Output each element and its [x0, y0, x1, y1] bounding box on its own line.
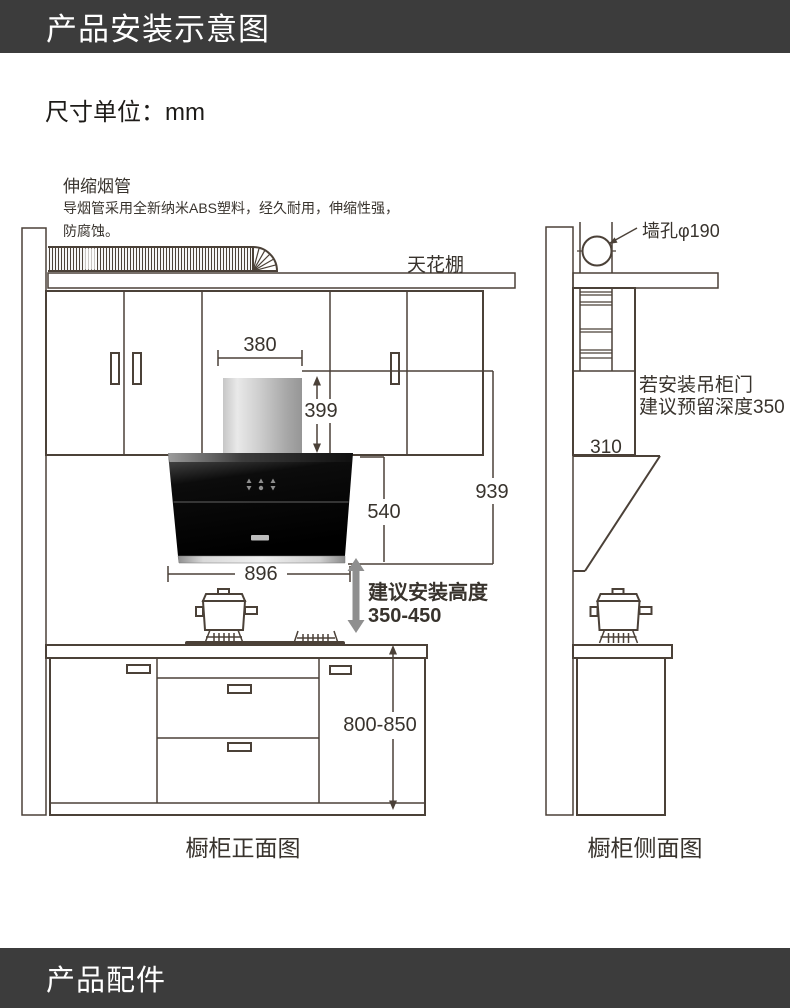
dim-310-value: 310 [590, 437, 622, 458]
countertop-side [572, 644, 673, 659]
pot-front [195, 588, 258, 644]
duct-note-title: 伸缩烟管 [63, 177, 131, 196]
wall-hole: 墙孔φ190 [577, 221, 720, 273]
footer-bar: 产品配件 [0, 948, 790, 1008]
duct-note-line1: 导烟管采用全新纳米ABS塑料，经久耐用，伸缩性强， [63, 200, 399, 216]
drawer-handles [126, 664, 352, 752]
cabinet-note-line2: 建议预留深度350 [639, 396, 785, 418]
dim-800-850: 800-850 [343, 645, 417, 810]
dim-800-850-value: 800-850 [343, 714, 416, 736]
install-height-arrow [347, 558, 365, 633]
hood-bottom-strip [177, 555, 346, 564]
dim-540: 540 [360, 456, 401, 562]
footer-title: 产品配件 [46, 965, 167, 997]
front-ceiling [47, 272, 516, 289]
telescopic-duct-pipe [48, 245, 279, 272]
dim-380-value: 380 [243, 334, 276, 356]
side-ceiling [572, 272, 719, 289]
dim-896-value: 896 [244, 563, 277, 585]
brand-logo [251, 535, 269, 541]
front-wall-brick [21, 227, 47, 816]
dim-939-value: 939 [475, 481, 508, 503]
install-note-line1: 建议安装高度 [368, 580, 489, 604]
ceiling-label: 天花棚 [407, 254, 464, 276]
header-bar: 产品安装示意图 [0, 0, 790, 53]
pot-side [589, 588, 653, 644]
side-wall-brick [545, 226, 574, 816]
lower-cabinet-side [576, 657, 666, 816]
cabinet-note-line1: 若安装吊柜门 [639, 374, 753, 396]
upper-cabinet-side: 310 [572, 287, 636, 458]
hood-touch-controls [246, 478, 276, 491]
dim-399-value: 399 [304, 400, 337, 422]
cabinet-door-handles [110, 352, 400, 385]
dim-540-value: 540 [367, 501, 400, 523]
wall-hole-label: 墙孔φ190 [642, 221, 720, 241]
hood-chimney [223, 378, 302, 453]
countertop-front [45, 644, 428, 659]
side-view-caption: 橱柜侧面图 [588, 835, 703, 861]
dim-939: 939 [302, 370, 509, 565]
dim-380: 380 [217, 334, 303, 366]
page-title: 产品安装示意图 [46, 12, 270, 47]
dim-896: 896 [167, 563, 351, 585]
range-hood [168, 453, 353, 564]
unit-note: 尺寸单位：mm [45, 99, 205, 126]
duct-note: 伸缩烟管 导烟管采用全新纳米ABS塑料，经久耐用，伸缩性强， 防腐蚀。 [63, 177, 399, 239]
front-view: 天花棚 [21, 227, 516, 861]
hood-side-profile [573, 455, 661, 572]
duct-note-line2: 防腐蚀。 [63, 223, 119, 239]
install-note-line2: 350-450 [368, 605, 441, 627]
second-burner [293, 630, 339, 644]
lower-cabinet-front [49, 657, 426, 816]
side-view: 墙孔φ190 310 若安装吊柜门 建议预留深度350 橱柜侧面图 [545, 221, 785, 861]
front-view-caption: 橱柜正面图 [186, 835, 301, 861]
dim-399: 399 [304, 376, 338, 453]
